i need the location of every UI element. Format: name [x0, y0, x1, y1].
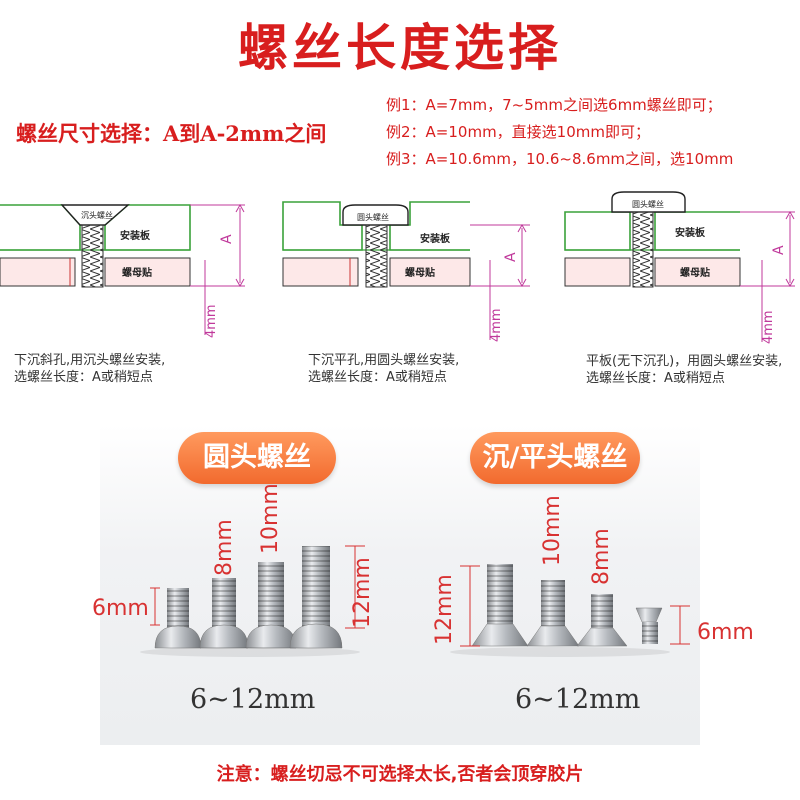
- mounting-diagrams: 沉头螺丝 安装板 螺母贴 A 4mm 圆头螺丝 安装板 螺母贴 A 4mm: [0, 191, 795, 344]
- d2-plate-label: 安装板: [420, 232, 451, 245]
- csk-label-12mm: 12mm: [432, 574, 457, 645]
- d3-plate-label: 安装板: [675, 226, 706, 239]
- diagram-flat-plate: 圆头螺丝 安装板 螺母贴 A 4mm: [564, 191, 795, 344]
- csk-screw-8mm: [576, 594, 628, 647]
- csk-screw-6mm: [635, 607, 663, 644]
- round-label-10mm: 10mm: [258, 483, 283, 554]
- d1-dim-4mm: 4mm: [204, 304, 219, 338]
- example-3: 例3：A=10.6mm，10.6~8.6mm之间，选10mm: [386, 150, 734, 168]
- countersunk-range: 6~12mm: [515, 684, 641, 715]
- d1-screw-label: 沉头螺丝: [81, 210, 113, 220]
- round-head-title: 圆头螺丝: [178, 432, 336, 484]
- round-screw-6mm: [154, 588, 202, 649]
- d3-screw-label: 圆头螺丝: [632, 199, 664, 209]
- d1-caption-line1: 下沉斜孔,用沉头螺丝安装,: [14, 353, 166, 368]
- d1-caption: 下沉斜孔,用沉头螺丝安装, 选螺丝长度：A或稍短点: [14, 352, 165, 386]
- d3-nut-label: 螺母贴: [680, 266, 710, 279]
- d3-dim-a: A: [771, 245, 787, 255]
- page-title: 螺丝长度选择: [238, 18, 562, 77]
- d2-dim-a: A: [503, 252, 519, 262]
- example-2: 例2：A=10mm，直接选10mm即可；: [386, 123, 650, 141]
- round-label-6mm: 6mm: [92, 596, 149, 621]
- d3-caption-line1: 平板(无下沉孔)，用圆头螺丝安装,: [586, 354, 783, 369]
- d2-nut-label: 螺母贴: [405, 266, 435, 279]
- d2-caption-line1: 下沉平孔,用圆头螺丝安装,: [308, 353, 460, 368]
- csk-label-8mm: 8mm: [589, 528, 614, 585]
- round-label-12mm: 12mm: [350, 557, 375, 628]
- countersunk-title: 沉/平头螺丝: [470, 432, 640, 484]
- csk-label-10mm: 10mm: [540, 495, 565, 566]
- round-screw-8mm: [199, 578, 249, 649]
- d2-dim-4mm: 4mm: [489, 308, 504, 342]
- d2-caption-line2: 选螺丝长度：A或稍短点: [308, 370, 447, 385]
- d3-dim-4mm: 4mm: [761, 310, 776, 344]
- diagram-flat-recess: 圆头螺丝 安装板 螺母贴 A 4mm: [282, 201, 530, 342]
- round-screw-12mm: [289, 546, 343, 649]
- csk-screw-12mm: [471, 564, 529, 647]
- d3-caption: 平板(无下沉孔)，用圆头螺丝安装, 选螺丝长度：A或稍短点: [586, 353, 782, 387]
- round-head-screws: [150, 545, 365, 649]
- csk-screw-10mm: [526, 580, 580, 647]
- d1-caption-line2: 选螺丝长度：A或稍短点: [14, 370, 153, 385]
- d3-caption-line2: 选螺丝长度：A或稍短点: [586, 371, 725, 386]
- d1-nut-label: 螺母贴: [122, 266, 152, 279]
- screw-photos: [140, 545, 690, 657]
- size-rule: 螺丝尺寸选择：A到A-2mm之间: [16, 121, 327, 146]
- d2-caption: 下沉平孔,用圆头螺丝安装, 选螺丝长度：A或稍短点: [308, 352, 459, 386]
- round-head-range: 6~12mm: [190, 684, 316, 715]
- d2-screw-label: 圆头螺丝: [357, 212, 389, 222]
- warning-note: 注意：螺丝切忌不可选择太长,否者会顶穿胶片: [216, 764, 584, 785]
- round-screw-10mm: [245, 562, 297, 649]
- csk-label-6mm: 6mm: [697, 620, 754, 645]
- diagram-countersunk: 沉头螺丝 安装板 螺母贴 A 4mm: [0, 203, 245, 338]
- d1-dim-a: A: [219, 234, 235, 244]
- example-1: 例1：A=7mm，7~5mm之间选6mm螺丝即可；: [386, 96, 722, 114]
- countersunk-screws: [460, 564, 690, 647]
- round-label-8mm: 8mm: [212, 519, 237, 576]
- d1-plate-label: 安装板: [120, 229, 151, 242]
